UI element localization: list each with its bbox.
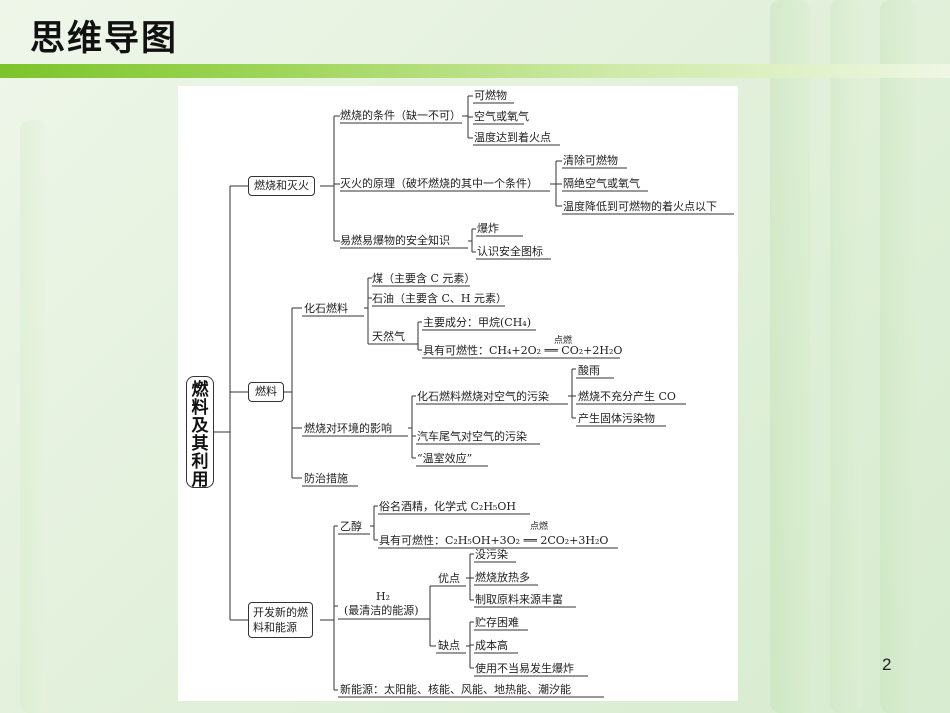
ethanol: 乙醇: [340, 520, 362, 533]
safety-item: 爆炸: [477, 222, 499, 235]
combustion-conditions: 燃烧的条件（缺一不可）: [340, 109, 461, 122]
fossil-fuel: 化石燃料: [304, 302, 348, 315]
petroleum: 石油（主要含 C、H 元素）: [372, 292, 508, 305]
condition-item: 空气或氧气: [474, 110, 529, 123]
condition-item: 可燃物: [474, 89, 507, 102]
title-underline-bar: [0, 64, 950, 78]
reaction-condition: 点燃: [554, 336, 573, 346]
fossil-pollution: 化石燃料燃烧对空气的污染: [417, 390, 549, 403]
connector-lines: [214, 95, 734, 698]
advantages: 优点: [438, 572, 460, 585]
branch-new-energy: 开发新的燃 料和能源: [248, 602, 313, 638]
page-title: 思维导图: [30, 19, 179, 59]
hydrogen-note: (最清洁的能源): [344, 604, 419, 617]
disadvantage-item: 使用不当易发生爆炸: [475, 662, 574, 675]
ethanol-alias: 俗名酒精，化学式 C₂H₅OH: [379, 500, 516, 513]
hydrogen: H₂: [376, 590, 391, 603]
bamboo-decoration: [880, 0, 916, 713]
methane-combustion: 具有可燃性：CH₄+2O₂ ══ CO₂+2H₂O: [423, 344, 623, 357]
branch-fuel: 燃料: [248, 382, 284, 402]
ethanol-combustion: 具有可燃性：C₂H₅OH+3O₂ ══ 2CO₂+3H₂O: [379, 534, 609, 547]
branch-new-energy-line2: 料和能源: [253, 621, 297, 634]
mindmap-panel: 燃料及其利用 燃烧和灭火 燃烧的条件（缺一不可） 可燃物 空气或氧气 温度达到着…: [178, 86, 738, 701]
advantage-item: 没污染: [475, 548, 508, 561]
branch-combustion: 燃烧和灭火: [248, 176, 315, 196]
environment-impact: 燃烧对环境的影响: [304, 422, 392, 435]
natural-gas: 天然气: [372, 330, 405, 343]
extinguish-principle: 灭火的原理（破坏燃烧的其中一个条件）: [340, 177, 538, 190]
disadvantage-item: 贮存困难: [475, 616, 519, 629]
pollution-item: 酸雨: [578, 364, 600, 377]
prevention-measures: 防治措施: [304, 472, 348, 485]
branch-new-energy-line1: 开发新的燃: [253, 606, 308, 619]
condition-item: 温度达到着火点: [474, 131, 551, 144]
reaction-condition: 点燃: [530, 522, 549, 532]
root-node: 燃料及其利用: [186, 376, 214, 489]
page-number: 2: [882, 655, 892, 674]
disadvantage-item: 成本高: [475, 639, 508, 652]
disadvantages: 缺点: [438, 639, 460, 652]
advantage-item: 制取原料来源丰富: [475, 593, 563, 606]
pollution-item: 产生固体污染物: [578, 412, 655, 425]
new-energy-sources: 新能源：太阳能、核能、风能、地热能、潮汐能: [340, 683, 571, 696]
gas-main-component: 主要成分：甲烷(CH₄): [423, 316, 532, 329]
extinguish-item: 隔绝空气或氧气: [563, 177, 640, 190]
extinguish-item: 清除可燃物: [563, 154, 618, 167]
safety-item: 认识安全图标: [477, 245, 543, 258]
greenhouse-effect: “温室效应”: [417, 452, 473, 465]
pollution-item: 燃烧不充分产生 CO: [578, 390, 676, 403]
bamboo-decoration: [770, 0, 810, 713]
safety-knowledge: 易燃易爆物的安全知识: [340, 234, 450, 247]
coal: 煤（主要含 C 元素）: [372, 272, 476, 285]
bamboo-decoration: [20, 120, 46, 713]
bamboo-decoration: [830, 0, 862, 713]
car-exhaust-pollution: 汽车尾气对空气的污染: [417, 430, 527, 443]
advantage-item: 燃烧放热多: [475, 571, 530, 584]
extinguish-item: 温度降低到可燃物的着火点以下: [563, 200, 717, 213]
